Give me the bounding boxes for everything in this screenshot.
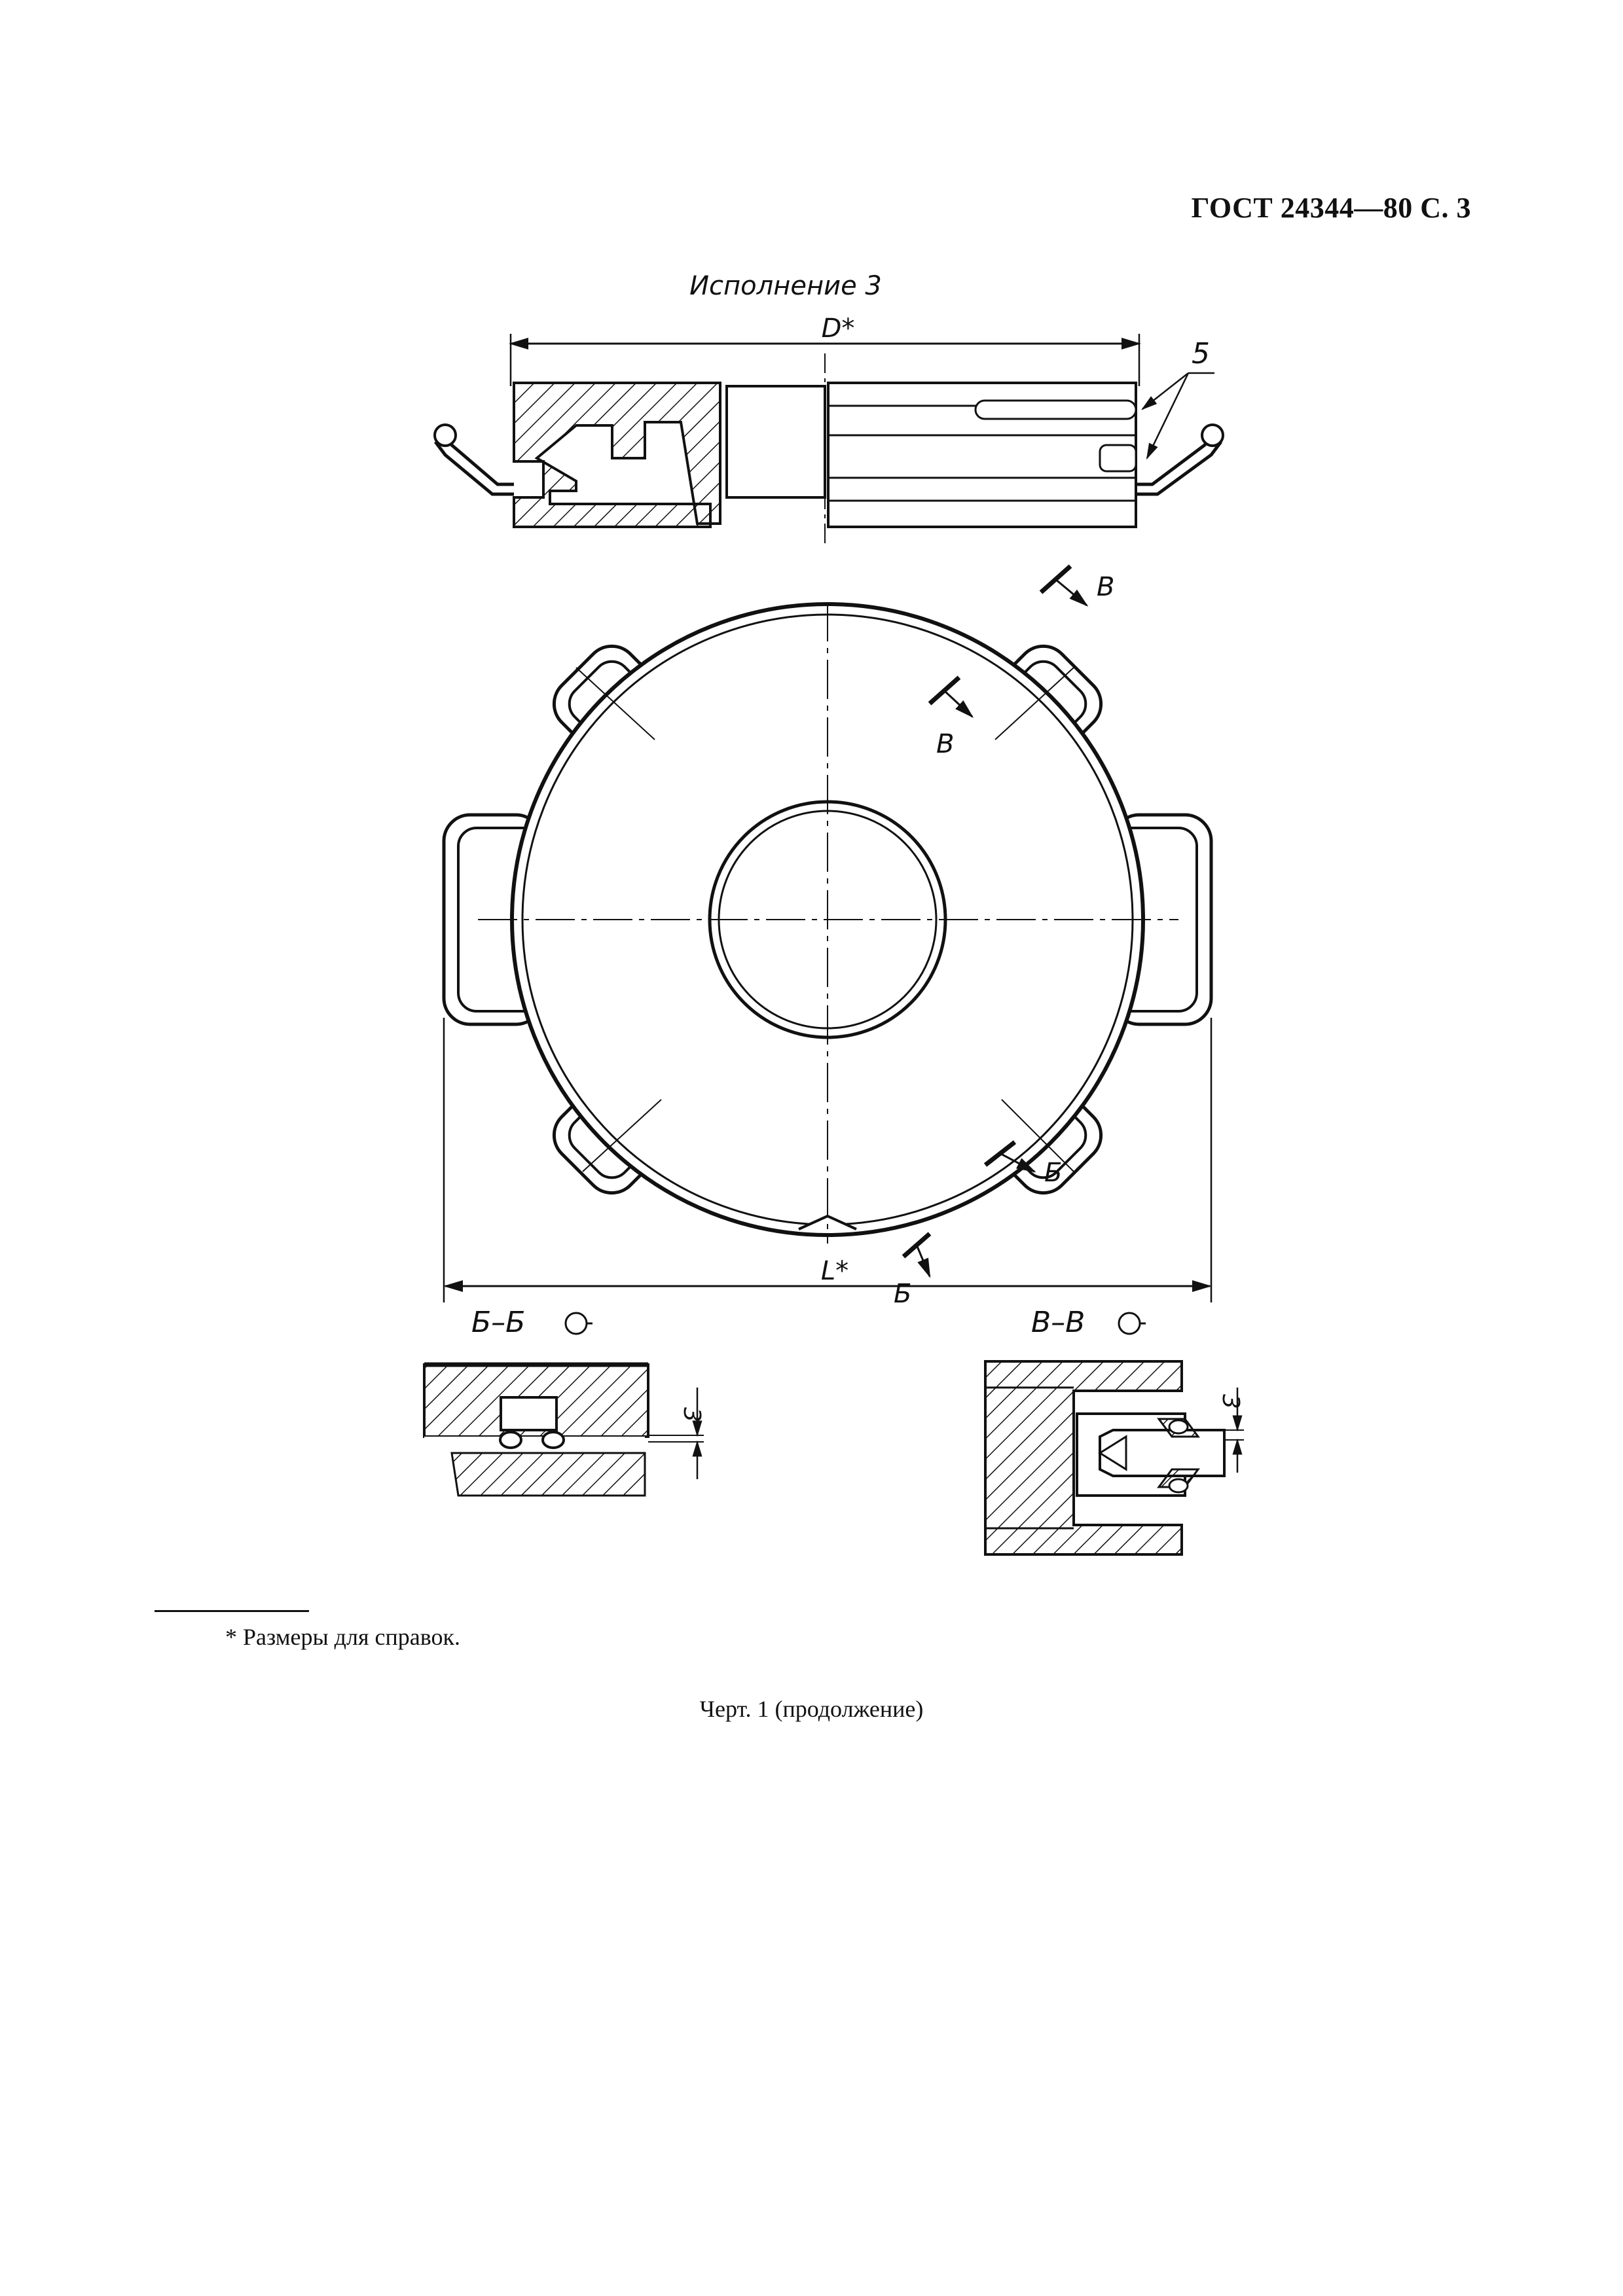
dim-l-label: L* [821, 1256, 848, 1286]
marker-v-mid: В [936, 729, 954, 759]
variant-title: Исполнение 3 [689, 271, 882, 301]
dim-3-bb: 3 [678, 1407, 705, 1422]
plan-view: В В Б Б L* [442, 564, 1213, 1309]
marker-v-top: В [1097, 572, 1114, 602]
section-vv-title: В–В [1031, 1306, 1085, 1339]
section-bb: Б–Б 3 [423, 1306, 705, 1497]
side-section-view: Исполнение 3 D* 5 [433, 271, 1224, 543]
footnote: * Размеры для справок. [225, 1624, 460, 1650]
dim-d-label: D* [822, 314, 855, 344]
marker-b-mid: Б [1044, 1158, 1062, 1188]
figure-caption: Черт. 1 (продолжение) [699, 1696, 924, 1722]
footnote-rule [155, 1610, 309, 1612]
callout-5: 5 [1192, 337, 1210, 370]
marker-b-bottom: Б [894, 1279, 911, 1309]
section-bb-title: Б–Б [471, 1306, 525, 1339]
dim-3-vv: 3 [1217, 1394, 1244, 1409]
page-header: ГОСТ 24344—80 С. 3 [1191, 192, 1471, 224]
section-vv: В–В 3 [984, 1306, 1244, 1556]
